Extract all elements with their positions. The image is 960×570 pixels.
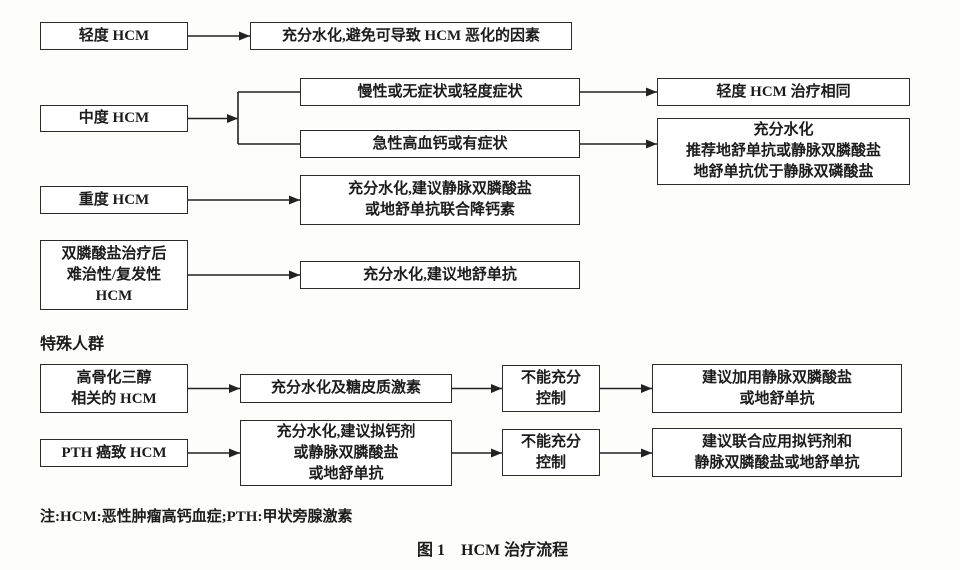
node-chronic-asymptomatic: 慢性或无症状或轻度症状 bbox=[300, 78, 580, 106]
node-severe-treatment: 充分水化,建议静脉双膦酸盐 或地舒单抗联合降钙素 bbox=[300, 175, 580, 225]
node-not-controlled-1: 不能充分 控制 bbox=[502, 365, 600, 412]
figure-caption: 图 1 HCM 治疗流程 bbox=[417, 536, 568, 560]
node-moderate-hcm: 中度 HCM bbox=[40, 105, 188, 132]
node-moderate-acute-treatment: 充分水化 推荐地舒单抗或静脉双膦酸盐 地舒单抗优于静脉双磷酸盐 bbox=[657, 118, 910, 185]
node-not-controlled-2: 不能充分 控制 bbox=[502, 429, 600, 476]
figure-caption-label: 图 1 bbox=[417, 542, 446, 559]
node-pth-hcm: PTH 癌致 HCM bbox=[40, 439, 188, 467]
node-pth-treatment: 充分水化,建议拟钙剂 或静脉双膦酸盐 或地舒单抗 bbox=[240, 420, 452, 486]
node-calcitriol-hcm: 高骨化三醇 相关的 HCM bbox=[40, 364, 188, 413]
node-acute-symptomatic: 急性高血钙或有症状 bbox=[300, 130, 580, 158]
node-refractory-treatment: 充分水化,建议地舒单抗 bbox=[300, 261, 580, 289]
node-mild-treatment: 充分水化,避免可导致 HCM 恶化的因素 bbox=[250, 22, 572, 50]
special-population-label: 特殊人群 bbox=[40, 336, 105, 353]
figure-note: 注:HCM:恶性肿瘤高钙血症;PTH:甲状旁腺激素 bbox=[40, 509, 353, 525]
node-refractory-hcm: 双膦酸盐治疗后 难治性/复发性 HCM bbox=[40, 240, 188, 310]
node-same-as-mild-treatment: 轻度 HCM 治疗相同 bbox=[657, 78, 910, 106]
node-severe-hcm: 重度 HCM bbox=[40, 186, 188, 214]
figure-caption-title: HCM 治疗流程 bbox=[461, 542, 569, 559]
node-calcitriol-treatment: 充分水化及糖皮质激素 bbox=[240, 374, 452, 403]
node-combination-treatment: 建议联合应用拟钙剂和 静脉双膦酸盐或地舒单抗 bbox=[652, 428, 902, 477]
node-mild-hcm: 轻度 HCM bbox=[40, 22, 188, 50]
node-add-bisphosphonate: 建议加用静脉双膦酸盐 或地舒单抗 bbox=[652, 364, 902, 413]
